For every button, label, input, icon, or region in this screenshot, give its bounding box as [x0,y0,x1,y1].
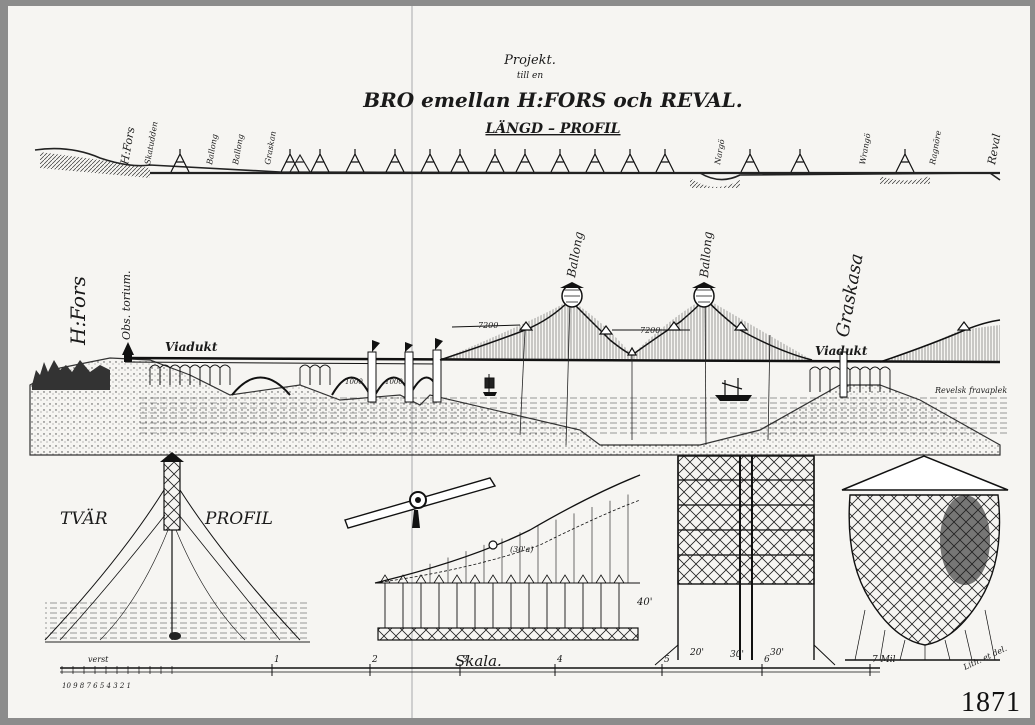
hanger-top [595,574,607,584]
scale-tick-label: 2 [371,655,378,665]
hanger-top [613,574,625,584]
profile-tower [280,149,300,173]
length-profile-towers [170,149,915,173]
cross-section: TVÄR PROFIL verst [44,452,310,664]
profile-tower [450,149,470,173]
title-sub: LÄNGD – PROFIL [484,118,620,137]
hanger-top [577,574,589,584]
profile-tower [790,149,810,173]
length-profile [34,147,1001,188]
scale-tick-label: 6 [764,655,770,665]
balloon [692,282,716,308]
city-silhouette [32,360,110,390]
cable-detail [344,474,641,641]
viaduct-arch [319,364,331,385]
bridge-main-view [29,282,1010,456]
cable-hangers [379,494,629,628]
hanger-top [451,574,463,584]
tower-dim-3: 30' [770,648,784,658]
scale-tick-label: 4 [556,655,563,665]
pier [367,351,377,403]
scale-tick-label: 5 [664,655,670,665]
hanger-top [487,574,499,584]
label-arch-1: 1000 [345,378,363,386]
hanger-top [379,574,391,584]
tower-dim-1: 20' [689,648,704,658]
label-city: H:Fors [66,276,90,346]
profile-tower [420,149,440,173]
sailing-ship [483,374,497,396]
profile-tower [310,149,330,173]
profile-tower [740,149,760,173]
label-span-1: 7200 [478,321,498,330]
label-arch-2: 1000 [385,378,403,386]
profile-tower [385,149,405,173]
pier [404,351,414,403]
profile-tower [345,149,365,173]
cable-dim: (30'a) [510,545,533,554]
cross-label-right: PROFIL [204,509,273,529]
profile-label: Reval [985,132,1003,166]
cross-label-left: TVÄR [60,508,108,529]
profile-tower [515,149,535,173]
profile-tower [655,149,675,173]
scale-tick-label: 7 Mil [872,655,896,665]
hanger-top [505,574,517,584]
title-main: BRO emellan H:FORS och REVAL. [362,88,743,112]
viaduct-arch [219,364,231,385]
label-balloon-2: Ballong [697,231,715,280]
scale-bar [60,667,880,673]
title-line2: till en [517,71,543,81]
profile-tower [550,149,570,173]
label-right-note: Revelsk fravaplek [934,386,1007,395]
viaduct-arches-left [149,364,331,385]
balloon-net-detail [841,455,1009,661]
viaduct-arch [879,366,891,392]
hanger-top [397,574,409,584]
profile-tower [170,149,190,173]
pier [432,349,442,403]
hanger-top [469,574,481,584]
profile-tower [895,149,915,173]
title-line1: Projekt. [503,53,556,68]
label-span-2: 7200 [640,326,660,335]
tower-dim-2: 30' [730,650,744,660]
balloon [560,282,584,308]
scale-subticks: 10 9 8 7 6 5 4 3 2 1 [62,682,131,690]
steamship [715,378,752,401]
profile-tower [620,149,640,173]
main-view-labels: H:Fors Obs. torium. Viadukt Viadukt Ball… [66,230,1007,395]
hanger-top [433,574,445,584]
scale-ticks: 1 2 3 4 5 6 7 Mil [61,655,896,676]
cross-scale-note: verst [88,655,109,664]
profile-tower [485,149,505,173]
scale-tick-label: 1 [274,655,280,665]
year: 1871 [961,687,1021,718]
scale-label: Skala. [455,652,502,670]
hanger-top [415,574,427,584]
hanger-top [541,574,553,584]
height-dim: 40' [636,597,652,608]
label-viaduct-left: Viadukt [165,340,218,354]
label-viaduct-right: Viadukt [815,344,868,358]
hanger-top [523,574,535,584]
hanger-top [559,574,571,584]
profile-tower [585,149,605,173]
label-observatory: Obs. torium. [120,270,133,340]
scale-tick-label: 3 [462,655,468,665]
